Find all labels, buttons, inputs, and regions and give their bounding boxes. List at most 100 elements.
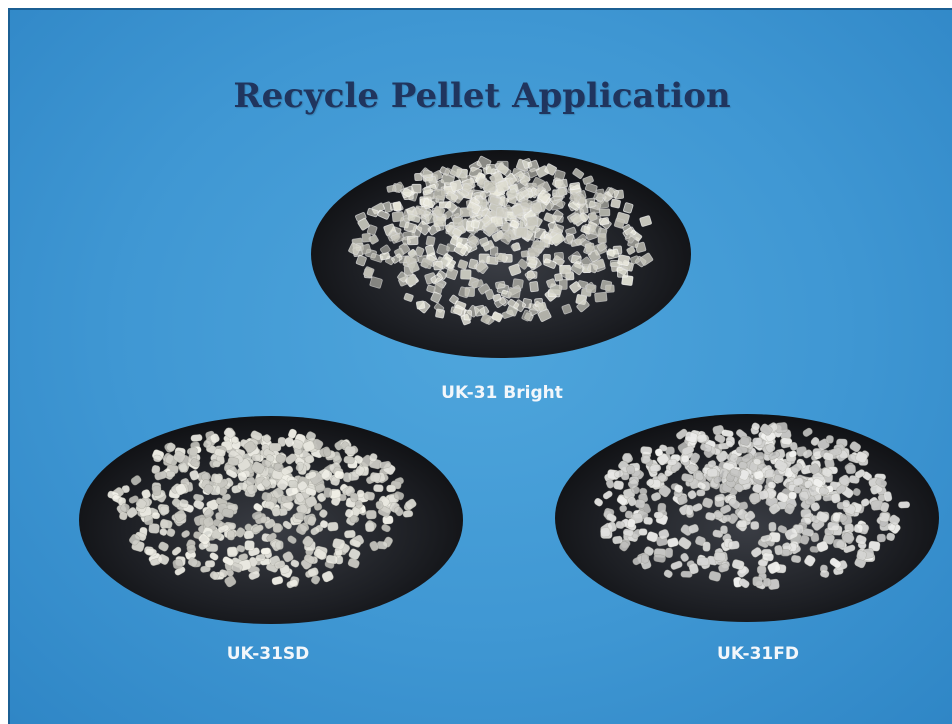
pellet [423,198,436,209]
pellet [531,176,545,190]
pellet [597,242,608,252]
slide: Recycle Pellet Application UK-31 Bright [8,8,952,724]
pellet [496,163,509,175]
pellet [237,471,248,482]
pellet [457,259,469,270]
pellet [776,492,789,503]
pellet [622,452,633,463]
pellet [500,233,512,245]
pellet [404,498,417,510]
pellet [190,434,203,442]
pellet [605,284,615,293]
pellet [706,468,719,478]
pellet [759,423,773,436]
pellet [461,182,473,193]
pellet [307,567,319,577]
pellet [842,532,855,545]
pellet [425,235,436,247]
pellet [343,455,355,465]
pellet [569,192,582,204]
pellet [449,294,459,305]
pellet [614,470,624,479]
pellet [153,454,162,463]
pellet [460,269,472,280]
pellet [854,469,866,479]
pellet [765,443,776,453]
pellet [479,237,490,247]
pellet [720,525,728,535]
pellet [762,552,774,562]
pellet [373,484,384,493]
pellet [553,169,566,182]
pellet [820,569,830,578]
pellet [369,472,381,483]
pellet [878,512,890,523]
pellet [159,518,173,529]
pellet [390,232,405,244]
pellet [646,478,655,487]
pellet [204,560,216,568]
pellet [735,446,748,454]
pellet [275,540,284,550]
pellet [700,443,713,453]
pellet [819,487,829,495]
pellet [463,309,472,321]
pellet [425,244,436,257]
pellet [513,299,526,312]
pellet [484,288,495,300]
pellet-photo-uk31-bright [311,150,691,358]
pellet [181,530,190,538]
pellet [287,428,297,439]
pellet [845,464,856,475]
pellet [667,458,678,466]
pellet [800,508,812,519]
pellet [360,243,372,255]
pellet [491,311,504,323]
pellet [344,529,356,539]
pellet [667,537,679,548]
pellet [202,516,215,528]
pellet [555,199,566,209]
pellet [157,554,170,565]
pellet [898,501,911,509]
pellet [784,503,795,515]
pellet [349,515,358,523]
pellet [702,541,711,552]
pellet [584,182,598,194]
pellet [515,226,529,238]
pellet [777,525,788,534]
pellet [264,500,275,510]
pellet [453,242,468,257]
pellet [305,495,318,508]
pellet [214,448,226,457]
pellet [231,436,239,444]
pellet [224,575,237,588]
pellet [323,487,332,498]
pellet [790,554,802,564]
pellet [792,477,804,487]
pellet [825,435,834,444]
pellet [627,496,637,507]
pellet [676,428,688,440]
pellet [246,483,258,495]
pellet [524,269,536,281]
pellet [186,544,197,554]
pellet [251,454,262,462]
pellet [449,164,463,178]
pellet [821,467,833,478]
pellet [432,188,447,201]
pellet [605,479,615,489]
pellet [302,535,314,548]
pellet [295,461,305,472]
pellet [752,576,763,587]
pellet [681,473,694,483]
pellet [210,433,220,444]
pellet [495,280,506,289]
pellet [366,224,378,236]
pellet [585,197,596,209]
pellet [495,207,508,219]
pellet [414,246,425,257]
pellet [350,492,359,503]
pellet [780,437,793,445]
pellet [141,489,151,499]
